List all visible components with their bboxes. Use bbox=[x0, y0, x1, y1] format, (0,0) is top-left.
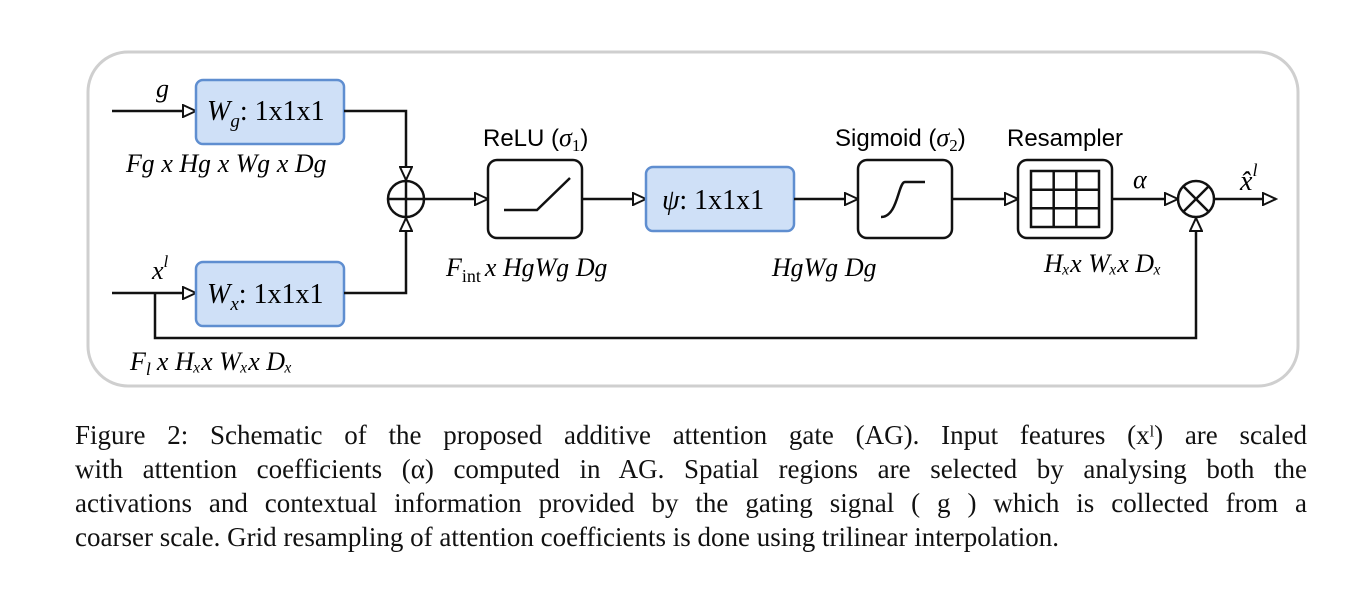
output-label: x̂l bbox=[1239, 160, 1257, 197]
sigmoid-block bbox=[856, 158, 954, 240]
skip-conv-label: Wx: 1x1x1 bbox=[207, 279, 324, 315]
caption-line-3: activations and contextual information p… bbox=[75, 488, 1307, 518]
multiply-node-icon bbox=[1176, 179, 1216, 219]
grid-icon bbox=[1029, 169, 1101, 229]
caption-line-2: with attention coefficients (α) computed… bbox=[75, 454, 1307, 484]
resampler-title: Resampler bbox=[1007, 125, 1123, 152]
psi-conv-label: ψ: 1x1x1 bbox=[662, 185, 764, 216]
skip-input-label: xl bbox=[151, 252, 169, 285]
gating-dims: Fɡ x Hɡ x Wɡ x Dɡ bbox=[125, 149, 327, 178]
sigmoid-title: Sigmoid (σ2) bbox=[835, 123, 966, 155]
figure-caption: Figure 2: Schematic of the proposed addi… bbox=[75, 418, 1307, 554]
alpha-label: α bbox=[1133, 165, 1148, 194]
gating-to-sum-line bbox=[344, 109, 406, 180]
sigmoid-curve-icon bbox=[880, 180, 926, 219]
caption-line-1: Figure 2: Schematic of the proposed addi… bbox=[75, 420, 1307, 450]
gating-input-label: g bbox=[156, 74, 169, 103]
gating-conv-label: Wg: 1x1x1 bbox=[207, 96, 325, 132]
relu-title: ReLU (σ1) bbox=[483, 123, 588, 155]
attention-gate-diagram: g Wg: 1x1x1 Fɡ x Hɡ x Wɡ x Dɡ xl Wx: 1x1… bbox=[86, 50, 1300, 388]
skip-bypass-line bbox=[153, 218, 1196, 340]
relu-curve-icon bbox=[504, 177, 571, 212]
sum-node-icon bbox=[386, 179, 426, 219]
resampler-dims: Hₓx Wₓx Dₓ bbox=[1043, 249, 1161, 278]
psi-dims: HɡWɡ Dɡ bbox=[771, 253, 877, 282]
relu-block bbox=[486, 158, 584, 240]
caption-line-4: coarser scale. Grid resampling of attent… bbox=[75, 522, 1059, 552]
skip-to-sum-line bbox=[344, 218, 406, 295]
